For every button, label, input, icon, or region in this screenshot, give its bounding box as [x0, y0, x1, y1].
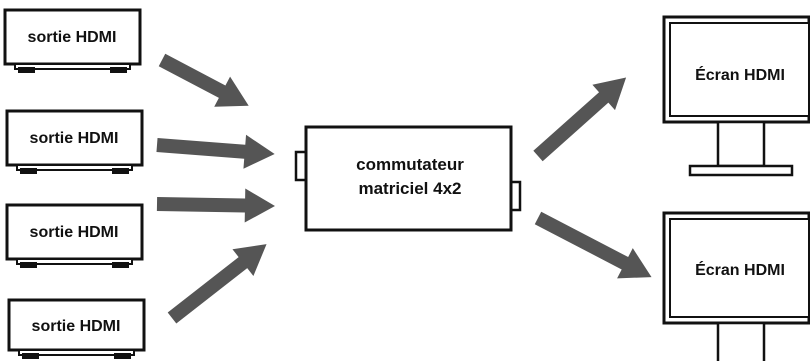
source-device-3: sortie HDMI: [5, 203, 144, 268]
switcher-label-line2: matriciel 4x2: [358, 179, 461, 198]
arrow-source-4-to-switcher: [167, 244, 267, 324]
arrow-switcher-to-display-1: [533, 77, 627, 162]
switcher-label-line1: commutateur: [356, 155, 464, 174]
source-label: sortie HDMI: [30, 130, 119, 147]
display-monitor-1: Écran HDMI: [662, 15, 810, 177]
display-label: Écran HDMI: [695, 260, 785, 279]
arrows: [156, 53, 652, 324]
display-monitor-2: Écran HDMI: [662, 211, 810, 361]
source-label: sortie HDMI: [30, 224, 119, 241]
arrow-switcher-to-display-2: [534, 211, 652, 279]
source-device-4: sortie HDMI: [7, 298, 146, 359]
source-device-2: sortie HDMI: [5, 109, 144, 174]
matrix-switcher: commutateur matriciel 4x2: [294, 125, 522, 232]
source-device-1: sortie HDMI: [3, 8, 142, 73]
display-label: Écran HDMI: [695, 65, 785, 84]
arrow-source-2-to-switcher: [156, 134, 275, 169]
source-label: sortie HDMI: [28, 29, 117, 46]
source-label: sortie HDMI: [32, 318, 121, 335]
arrow-source-1-to-switcher: [158, 53, 249, 107]
arrow-source-3-to-switcher: [156, 188, 275, 223]
